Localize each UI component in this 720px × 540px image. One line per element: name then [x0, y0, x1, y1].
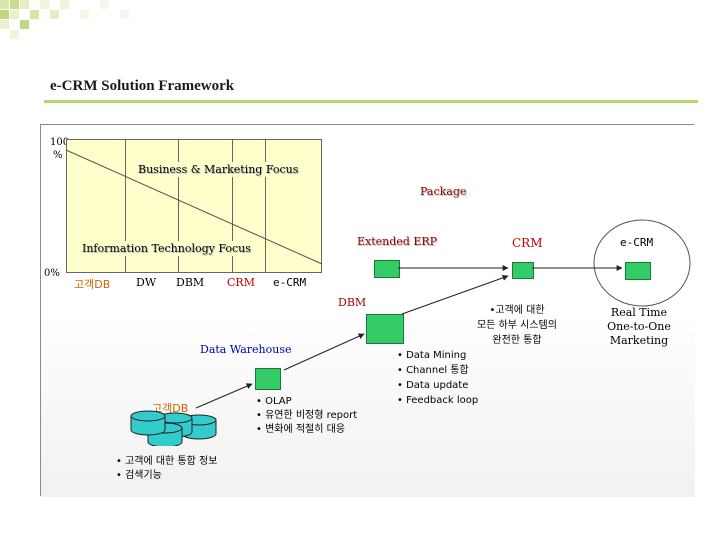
- deco-square: [10, 30, 19, 39]
- customer-db-label: 고객DB: [152, 402, 189, 415]
- deco-square: [10, 0, 19, 9]
- crm-box: [512, 262, 534, 279]
- ecrm-ellipse: [593, 219, 691, 307]
- dbm-bullets: • Data Mining • Channel 통합 • Data update…: [397, 350, 479, 406]
- deco-square: [120, 10, 129, 19]
- title-underline: [44, 100, 698, 103]
- chart-divider: [232, 140, 233, 273]
- category-label: DBM: [176, 276, 205, 289]
- chart-divider: [265, 140, 266, 273]
- axis-bottom-value: 0%: [44, 268, 60, 279]
- it-focus-label: Information Technology Focus: [79, 241, 254, 256]
- axis-top-value: 100: [50, 137, 70, 148]
- category-label: e-CRM: [273, 276, 307, 289]
- page-title: e-CRM Solution Framework: [50, 78, 235, 94]
- deco-square: [10, 10, 19, 19]
- dbm-label: DBM: [338, 296, 367, 309]
- category-label: 고객DB: [74, 278, 111, 291]
- deco-square: [100, 0, 109, 9]
- deco-square: [0, 20, 9, 29]
- deco-square: [40, 0, 49, 9]
- deco-square: [30, 10, 39, 19]
- deco-square: [60, 0, 69, 9]
- axis-top-unit: %: [53, 150, 63, 161]
- db-bullets: • 고객에 대한 통합 정보 • 검색기능: [116, 456, 218, 481]
- deco-square: [80, 10, 89, 19]
- ecrm-label: e-CRM: [620, 236, 654, 249]
- ecrm-box: [625, 262, 651, 280]
- deco-square: [20, 20, 29, 29]
- crm-label: CRM: [512, 236, 543, 250]
- erp-box: [374, 260, 400, 278]
- extended-erp-label: Extended ERP: [357, 235, 438, 248]
- database-cylinders-icon: [130, 410, 217, 446]
- ecrm-note: Real Time One-to-One Marketing: [607, 306, 671, 347]
- dw-bullets: • OLAP • 유연한 비정형 report • 변화에 적절히 대응: [256, 396, 358, 435]
- deco-square: [20, 0, 29, 9]
- chart-divider: [125, 140, 126, 273]
- category-label: CRM: [227, 276, 255, 289]
- deco-square: [0, 10, 9, 19]
- chart-divider: [178, 140, 179, 273]
- package-label: Package: [420, 185, 467, 198]
- deco-square: [0, 0, 9, 9]
- business-focus-label: Business & Marketing Focus: [135, 162, 302, 177]
- dw-box: [255, 368, 281, 390]
- deco-square: [50, 10, 59, 19]
- category-label: DW: [136, 276, 157, 289]
- data-warehouse-label: Data Warehouse: [200, 343, 292, 356]
- dbm-box: [366, 314, 404, 344]
- integration-note: •고객에 대한 모든 하부 시스템의 완전한 통합: [477, 305, 557, 346]
